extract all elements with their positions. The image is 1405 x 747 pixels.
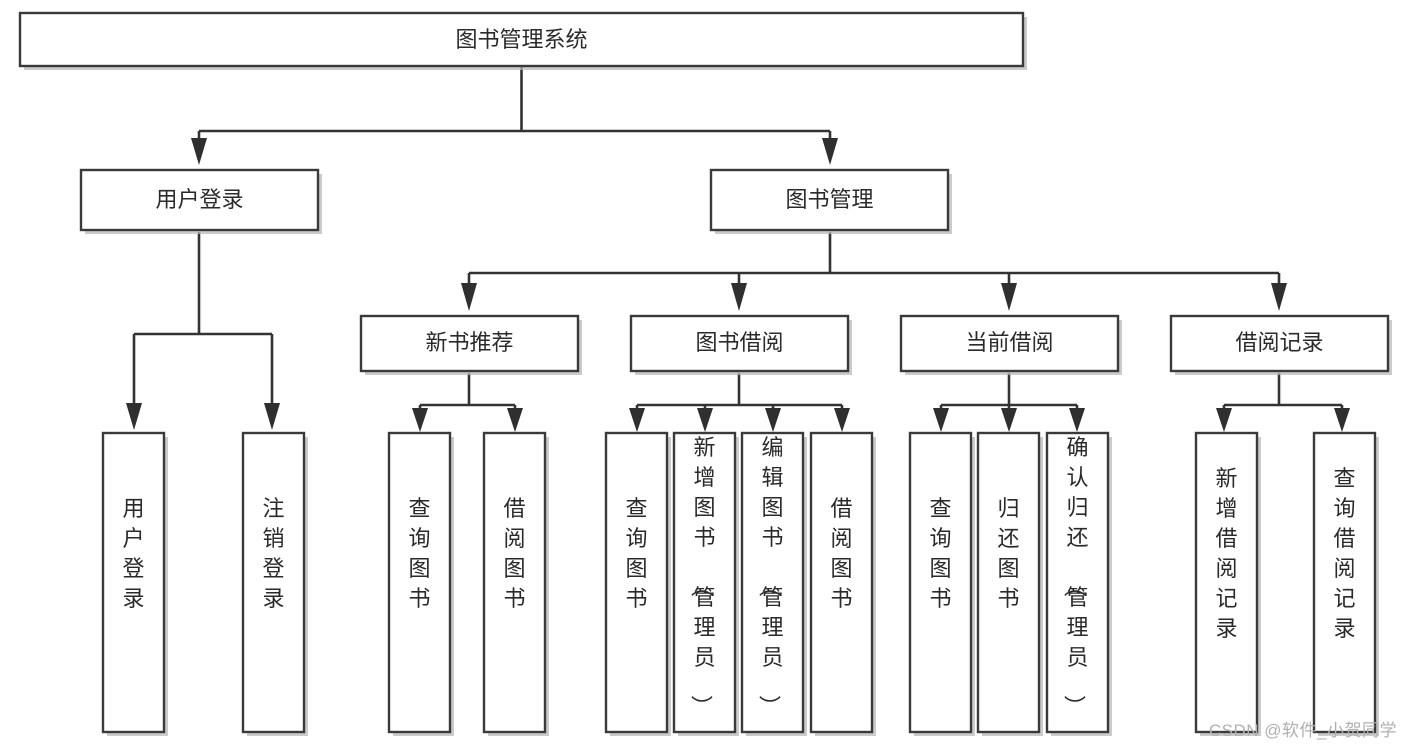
node-leaf-logout-rect[interactable] bbox=[241, 431, 306, 734]
node-leaf-query-book-2[interactable]: 查询图书 bbox=[604, 431, 671, 736]
node-user-login[interactable]: 用户登录 bbox=[79, 168, 322, 234]
arrow-head-leaf-confirm-return bbox=[1069, 408, 1085, 432]
arrow-head-leaf-query-record bbox=[1334, 408, 1350, 432]
node-leaf-edit-book[interactable]: 编辑图书（管理员） bbox=[740, 431, 807, 736]
node-new-book-recommend-label: 新书推荐 bbox=[425, 330, 513, 355]
node-leaf-query-record[interactable]: 查询借阅记录 bbox=[1312, 431, 1379, 736]
node-book-management-label: 图书管理 bbox=[785, 187, 873, 212]
node-leaf-return-book-rect[interactable] bbox=[976, 431, 1041, 734]
csdn-watermark: CSDN @软件_小贺同学 bbox=[1208, 721, 1397, 740]
node-leaf-query-record-rect[interactable] bbox=[1312, 431, 1377, 734]
node-leaf-logout[interactable]: 注销登录 bbox=[241, 431, 308, 736]
node-leaf-borrow-book-2[interactable]: 借阅图书 bbox=[809, 431, 876, 736]
node-current-borrow-rect[interactable] bbox=[899, 314, 1120, 373]
node-leaf-query-record-label: 查询借阅记录 bbox=[1333, 466, 1355, 641]
arrow-head-leaf-query-book-1 bbox=[412, 408, 428, 432]
node-leaf-add-record-rect[interactable] bbox=[1194, 431, 1259, 734]
node-leaf-query-book-2-label: 查询图书 bbox=[625, 496, 647, 611]
node-book-borrow[interactable]: 图书借阅 bbox=[629, 314, 852, 375]
node-leaf-confirm-return-label: 确认归还（管理员） bbox=[1061, 435, 1088, 717]
node-leaf-user-login-label: 用户登录 bbox=[122, 496, 144, 611]
node-borrow-record-rect[interactable] bbox=[1169, 314, 1390, 373]
connector-layer bbox=[126, 67, 1350, 432]
arrow-head-leaf-query-book-2 bbox=[629, 408, 645, 432]
node-leaf-confirm-return-rect[interactable] bbox=[1045, 431, 1110, 734]
node-leaf-query-book-2-rect[interactable] bbox=[604, 431, 669, 734]
node-leaf-query-book-1[interactable]: 查询图书 bbox=[387, 431, 454, 736]
arrow-head-current-borrow bbox=[1001, 283, 1017, 311]
node-current-borrow[interactable]: 当前借阅 bbox=[899, 314, 1122, 375]
node-leaf-confirm-return[interactable]: 确认归还（管理员） bbox=[1045, 431, 1112, 736]
node-leaf-add-book-label: 新增图书（管理员） bbox=[688, 435, 715, 717]
arrow-head-leaf-query-book-3 bbox=[933, 408, 949, 432]
node-leaf-user-login-rect[interactable] bbox=[101, 431, 166, 734]
arrow-head-leaf-user-login bbox=[126, 403, 142, 430]
arrow-head-new-book-recommend bbox=[461, 283, 477, 311]
node-leaf-query-book-1-label: 查询图书 bbox=[408, 496, 430, 611]
node-leaf-edit-book-label: 编辑图书（管理员） bbox=[756, 435, 783, 717]
node-leaf-query-book-3-rect[interactable] bbox=[908, 431, 973, 734]
node-leaf-add-book-rect[interactable] bbox=[672, 431, 737, 734]
node-root[interactable]: 图书管理系统 bbox=[18, 11, 1027, 70]
node-leaf-edit-book-rect[interactable] bbox=[740, 431, 805, 734]
node-leaf-query-book-1-rect[interactable] bbox=[387, 431, 452, 734]
node-borrow-record[interactable]: 借阅记录 bbox=[1169, 314, 1392, 375]
arrow-head-book-borrow bbox=[731, 283, 747, 311]
node-leaf-borrow-book-1[interactable]: 借阅图书 bbox=[482, 431, 549, 736]
node-root-rect[interactable] bbox=[18, 11, 1025, 68]
node-leaf-borrow-book-1-label: 借阅图书 bbox=[503, 496, 525, 611]
node-leaf-add-record[interactable]: 新增借阅记录 bbox=[1194, 431, 1261, 736]
node-leaf-borrow-book-2-label: 借阅图书 bbox=[830, 496, 852, 611]
arrow-head-leaf-borrow-book-1 bbox=[507, 408, 523, 432]
node-leaf-user-login[interactable]: 用户登录 bbox=[101, 431, 168, 736]
node-new-book-recommend-rect[interactable] bbox=[359, 314, 580, 373]
node-leaf-logout-label: 注销登录 bbox=[262, 496, 284, 611]
arrow-head-leaf-logout bbox=[264, 403, 280, 430]
arrow-head-book-management bbox=[822, 138, 838, 165]
node-leaf-add-record-label: 新增借阅记录 bbox=[1215, 466, 1237, 641]
node-leaf-borrow-book-2-rect[interactable] bbox=[809, 431, 874, 734]
node-book-management[interactable]: 图书管理 bbox=[709, 168, 952, 234]
node-root-label: 图书管理系统 bbox=[455, 27, 587, 52]
arrow-head-leaf-borrow-book-2 bbox=[834, 408, 850, 432]
node-leaf-query-book-3-label: 查询图书 bbox=[929, 496, 951, 611]
node-current-borrow-label: 当前借阅 bbox=[965, 330, 1053, 355]
node-borrow-record-label: 借阅记录 bbox=[1235, 330, 1323, 355]
arrow-head-leaf-add-book bbox=[697, 408, 713, 432]
node-leaf-return-book[interactable]: 归还图书 bbox=[976, 431, 1043, 736]
node-book-management-rect[interactable] bbox=[709, 168, 950, 232]
arrow-head-leaf-edit-book bbox=[765, 408, 781, 432]
arrow-head-user-login bbox=[191, 138, 207, 165]
node-user-login-rect[interactable] bbox=[79, 168, 320, 232]
node-book-borrow-rect[interactable] bbox=[629, 314, 850, 373]
node-leaf-borrow-book-1-rect[interactable] bbox=[482, 431, 547, 734]
node-user-login-label: 用户登录 bbox=[155, 187, 243, 212]
node-leaf-add-book[interactable]: 新增图书（管理员） bbox=[672, 431, 739, 736]
node-new-book-recommend[interactable]: 新书推荐 bbox=[359, 314, 582, 375]
node-leaf-query-book-3[interactable]: 查询图书 bbox=[908, 431, 975, 736]
node-leaf-return-book-label: 归还图书 bbox=[997, 496, 1019, 611]
arrow-head-borrow-record bbox=[1271, 283, 1287, 311]
arrow-head-leaf-add-record bbox=[1216, 408, 1232, 432]
node-book-borrow-label: 图书借阅 bbox=[695, 330, 783, 355]
arrow-head-leaf-return-book bbox=[1001, 408, 1017, 432]
